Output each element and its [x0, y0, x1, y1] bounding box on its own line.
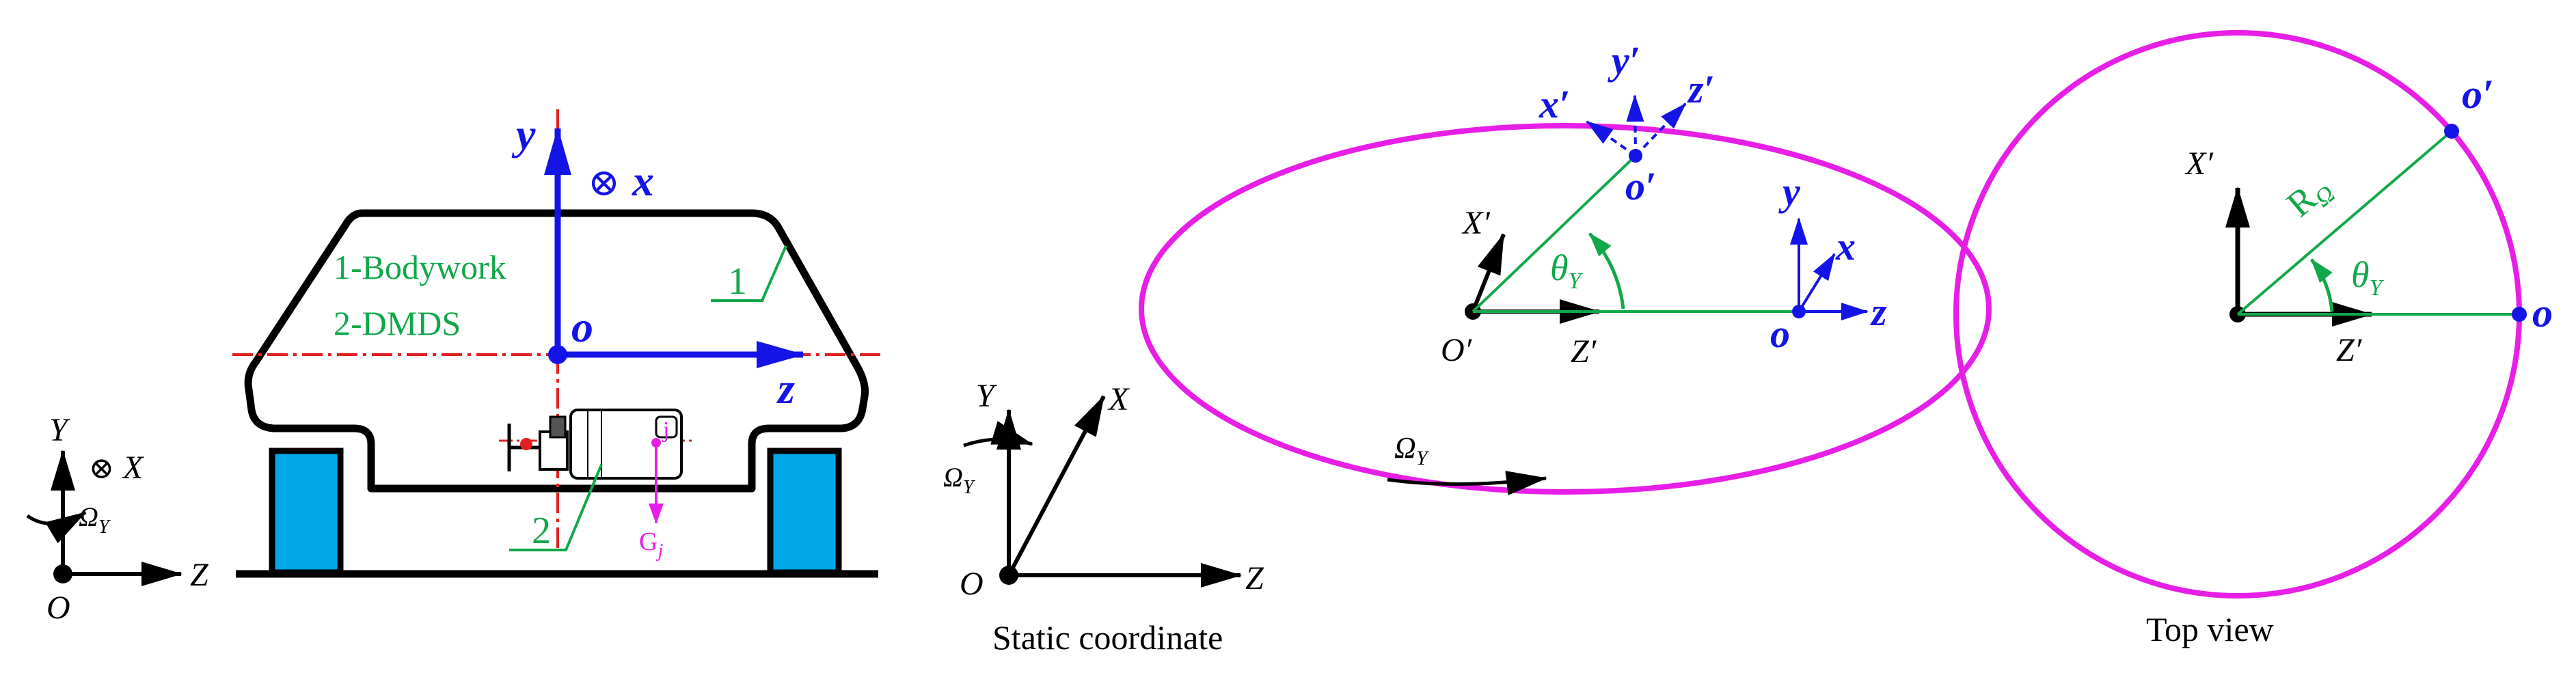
- orbit-o-label: o: [1770, 312, 1790, 356]
- ground-X-label: X: [122, 450, 144, 486]
- body-origin-dot: [548, 345, 567, 364]
- static-O-label: O: [960, 566, 984, 602]
- callout-1-label: 1: [728, 260, 747, 303]
- left-support: [269, 448, 344, 576]
- static-X-label: X: [1107, 381, 1130, 417]
- orbit-radius-line: [1472, 154, 1637, 313]
- top-theta-label: θY: [2351, 254, 2385, 301]
- static-caption: Static coordinate: [992, 618, 1223, 657]
- static-origin-dot: [999, 566, 1018, 585]
- orbit-omega-label: ΩY: [1394, 431, 1430, 469]
- orbit-rotation-arrow: [1387, 471, 1547, 495]
- orbit-theta-label: θY: [1550, 247, 1584, 294]
- static-rotation-arrow: [963, 421, 1033, 448]
- top-theta-arc: [2310, 258, 2334, 312]
- legend-bodywork: 1-Bodywork: [334, 248, 506, 286]
- callout-1-leader: [711, 245, 787, 302]
- ground-rotation-arrow: [26, 510, 87, 544]
- orbit-Oprime-label: O′: [1441, 332, 1473, 368]
- static-X-axis: [1007, 395, 1106, 577]
- top-o-dot: [2512, 307, 2527, 322]
- orbit-oprime-label: o′: [1625, 164, 1656, 208]
- orbit-oprime-dot: [1629, 149, 1642, 163]
- top-o-label: o: [2532, 290, 2553, 335]
- point-j-label: j: [662, 417, 669, 443]
- top-oprime-dot: [2444, 124, 2459, 139]
- orbit-zprime-label: z′: [1687, 67, 1715, 111]
- top-radius-line: [2236, 130, 2453, 316]
- ground-Z-label: Z: [190, 557, 209, 593]
- legend-dmds: 2-DMDS: [334, 304, 461, 342]
- top-R-label: RΩ: [2279, 166, 2340, 228]
- vehicle-panel: j Gj y ⊗ x o z 1-Bodywork 2-DMDS 1 2 Y ⊗…: [26, 109, 882, 626]
- body-o-label: o: [571, 303, 593, 351]
- orbit-y-label: y: [1778, 169, 1800, 214]
- orbit-Xprime-label: X′: [1461, 205, 1491, 241]
- ground-Y-label: Y: [49, 412, 70, 448]
- orbit-z-label: z: [1870, 290, 1887, 334]
- callout-2-label: 2: [532, 510, 551, 552]
- right-support: [767, 448, 842, 576]
- dmds-device: [507, 409, 683, 480]
- ground-X-cross: ⊗: [89, 452, 114, 485]
- orbit-theta-arc: [1588, 232, 1625, 309]
- body-z-label: z: [776, 364, 795, 413]
- orbit-panel: X′ O′ Z′ θY x′ y′ z′ o′ y x z o ΩY: [1139, 38, 1992, 495]
- orbit-o-dot: [1792, 305, 1806, 318]
- top-oprime-label: o′: [2462, 72, 2494, 117]
- ground-omega-label: ΩY: [79, 501, 111, 538]
- top-Zprime-label: Z′: [2336, 332, 2363, 368]
- body-x-cross: ⊗: [588, 162, 620, 204]
- static-Y-label: Y: [976, 378, 997, 414]
- top-view-panel: X′ Z′ RΩ θY o′ o Top view: [1953, 30, 2553, 648]
- top-caption: Top view: [2146, 610, 2274, 648]
- top-Xprime-label: X′: [2184, 146, 2214, 182]
- orbit-Xprime-axis: [1471, 233, 1506, 313]
- ground-O-label: O: [46, 590, 70, 626]
- point-j-dot: [651, 438, 661, 448]
- orbit-ellipse: [1139, 123, 1992, 495]
- static-omega-label: ΩY: [943, 462, 976, 498]
- orbit-xprime-axis: [1586, 120, 1637, 157]
- ground-origin-dot: [53, 564, 72, 583]
- orbit-xprime-label: x′: [1538, 82, 1570, 126]
- callout-2-leader: [509, 464, 603, 551]
- gravity-label: Gj: [639, 527, 663, 562]
- orbit-yprime-label: y′: [1608, 38, 1640, 83]
- orbit-zprime-axis: [1634, 102, 1687, 157]
- orbit-Zprime-label: Z′: [1571, 333, 1597, 370]
- static-coordinate-panel: Y X O Z ΩY Static coordinate: [943, 378, 1264, 657]
- orbit-x-label: x: [1835, 224, 1856, 269]
- body-x-label: x: [632, 156, 654, 205]
- orbit-yprime-axis: [1626, 94, 1644, 156]
- orbit-x-axis: [1798, 253, 1836, 313]
- static-Z-label: Z: [1245, 560, 1264, 596]
- body-y-label: y: [511, 110, 536, 159]
